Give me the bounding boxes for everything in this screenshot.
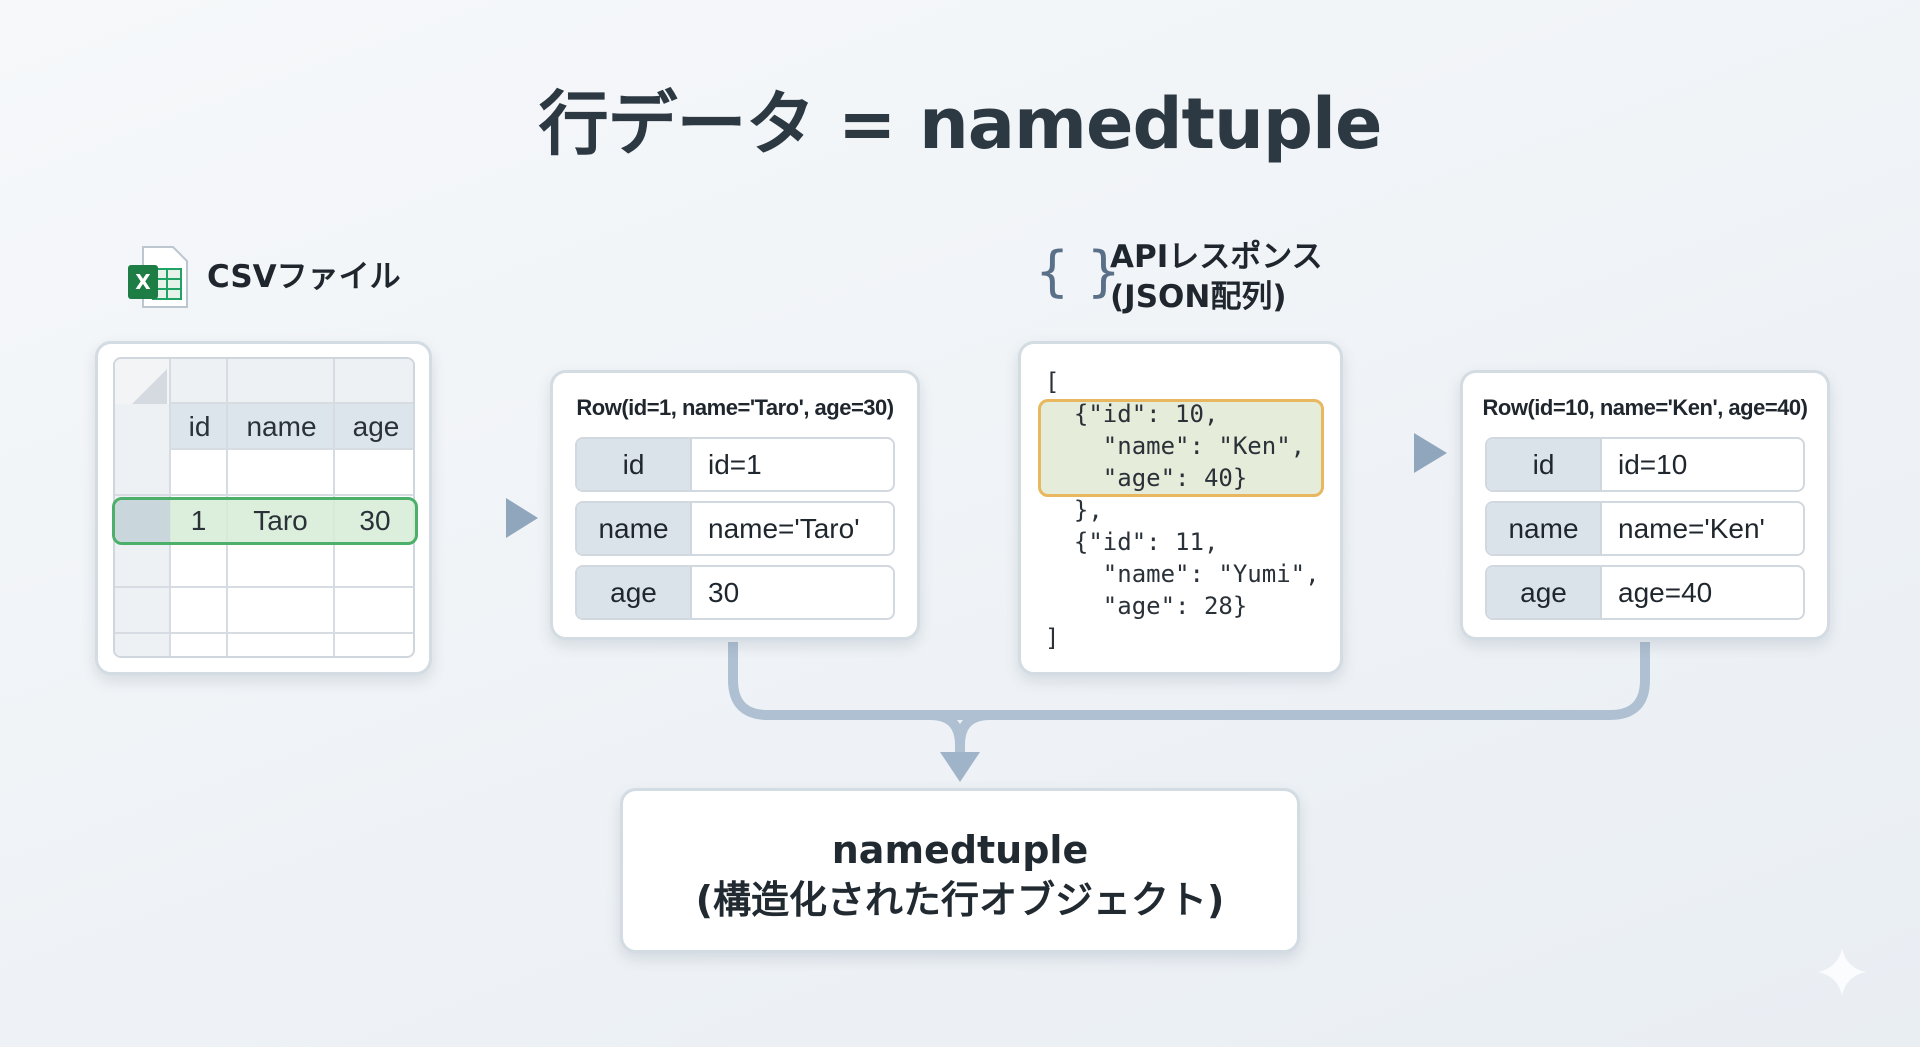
csv-table-card: id name age 1 Taro 30 <box>95 341 432 675</box>
json-card: [ {"id": 10, "name": "Ken", "age": 40} }… <box>1018 341 1343 675</box>
json-code: [ {"id": 10, "name": "Ken", "age": 40} }… <box>1045 368 1320 652</box>
merge-line <box>728 642 1650 720</box>
row-header: Row(id=10, name='Ken', age=40) <box>1482 395 1808 420</box>
result-title: namedtuple <box>831 828 1089 872</box>
header-id: id <box>188 411 211 442</box>
arrow-head <box>506 498 538 538</box>
arrow-head <box>1414 433 1447 473</box>
namedtuple-result-box: namedtuple (構造化された行オブジェクト) <box>620 788 1300 953</box>
svg-text:X: X <box>135 270 151 294</box>
csv-grid: id name age <box>113 357 415 658</box>
header-age: age <box>352 411 400 442</box>
curly-braces-icon: { } <box>1035 240 1121 303</box>
cell-age: 30 <box>359 505 391 536</box>
arrow-down-head <box>940 752 980 782</box>
csv-label: CSVファイル <box>207 259 401 295</box>
cell-name: Taro <box>253 505 308 536</box>
header-name: name <box>246 411 317 442</box>
api-label: APIレスポンス (JSON配列) <box>1110 239 1323 315</box>
excel-file-icon: X <box>125 245 191 311</box>
sparkle-icon <box>1818 948 1866 996</box>
row-header: Row(id=1, name='Taro', age=30) <box>576 395 894 420</box>
page-title: 行データ = namedtuple <box>538 83 1383 165</box>
cell-id: 1 <box>190 505 207 536</box>
highlighted-row: 1 Taro 30 <box>112 497 418 545</box>
result-subtitle: (構造化された行オブジェクト) <box>695 878 1225 922</box>
json-highlight <box>1038 399 1324 497</box>
